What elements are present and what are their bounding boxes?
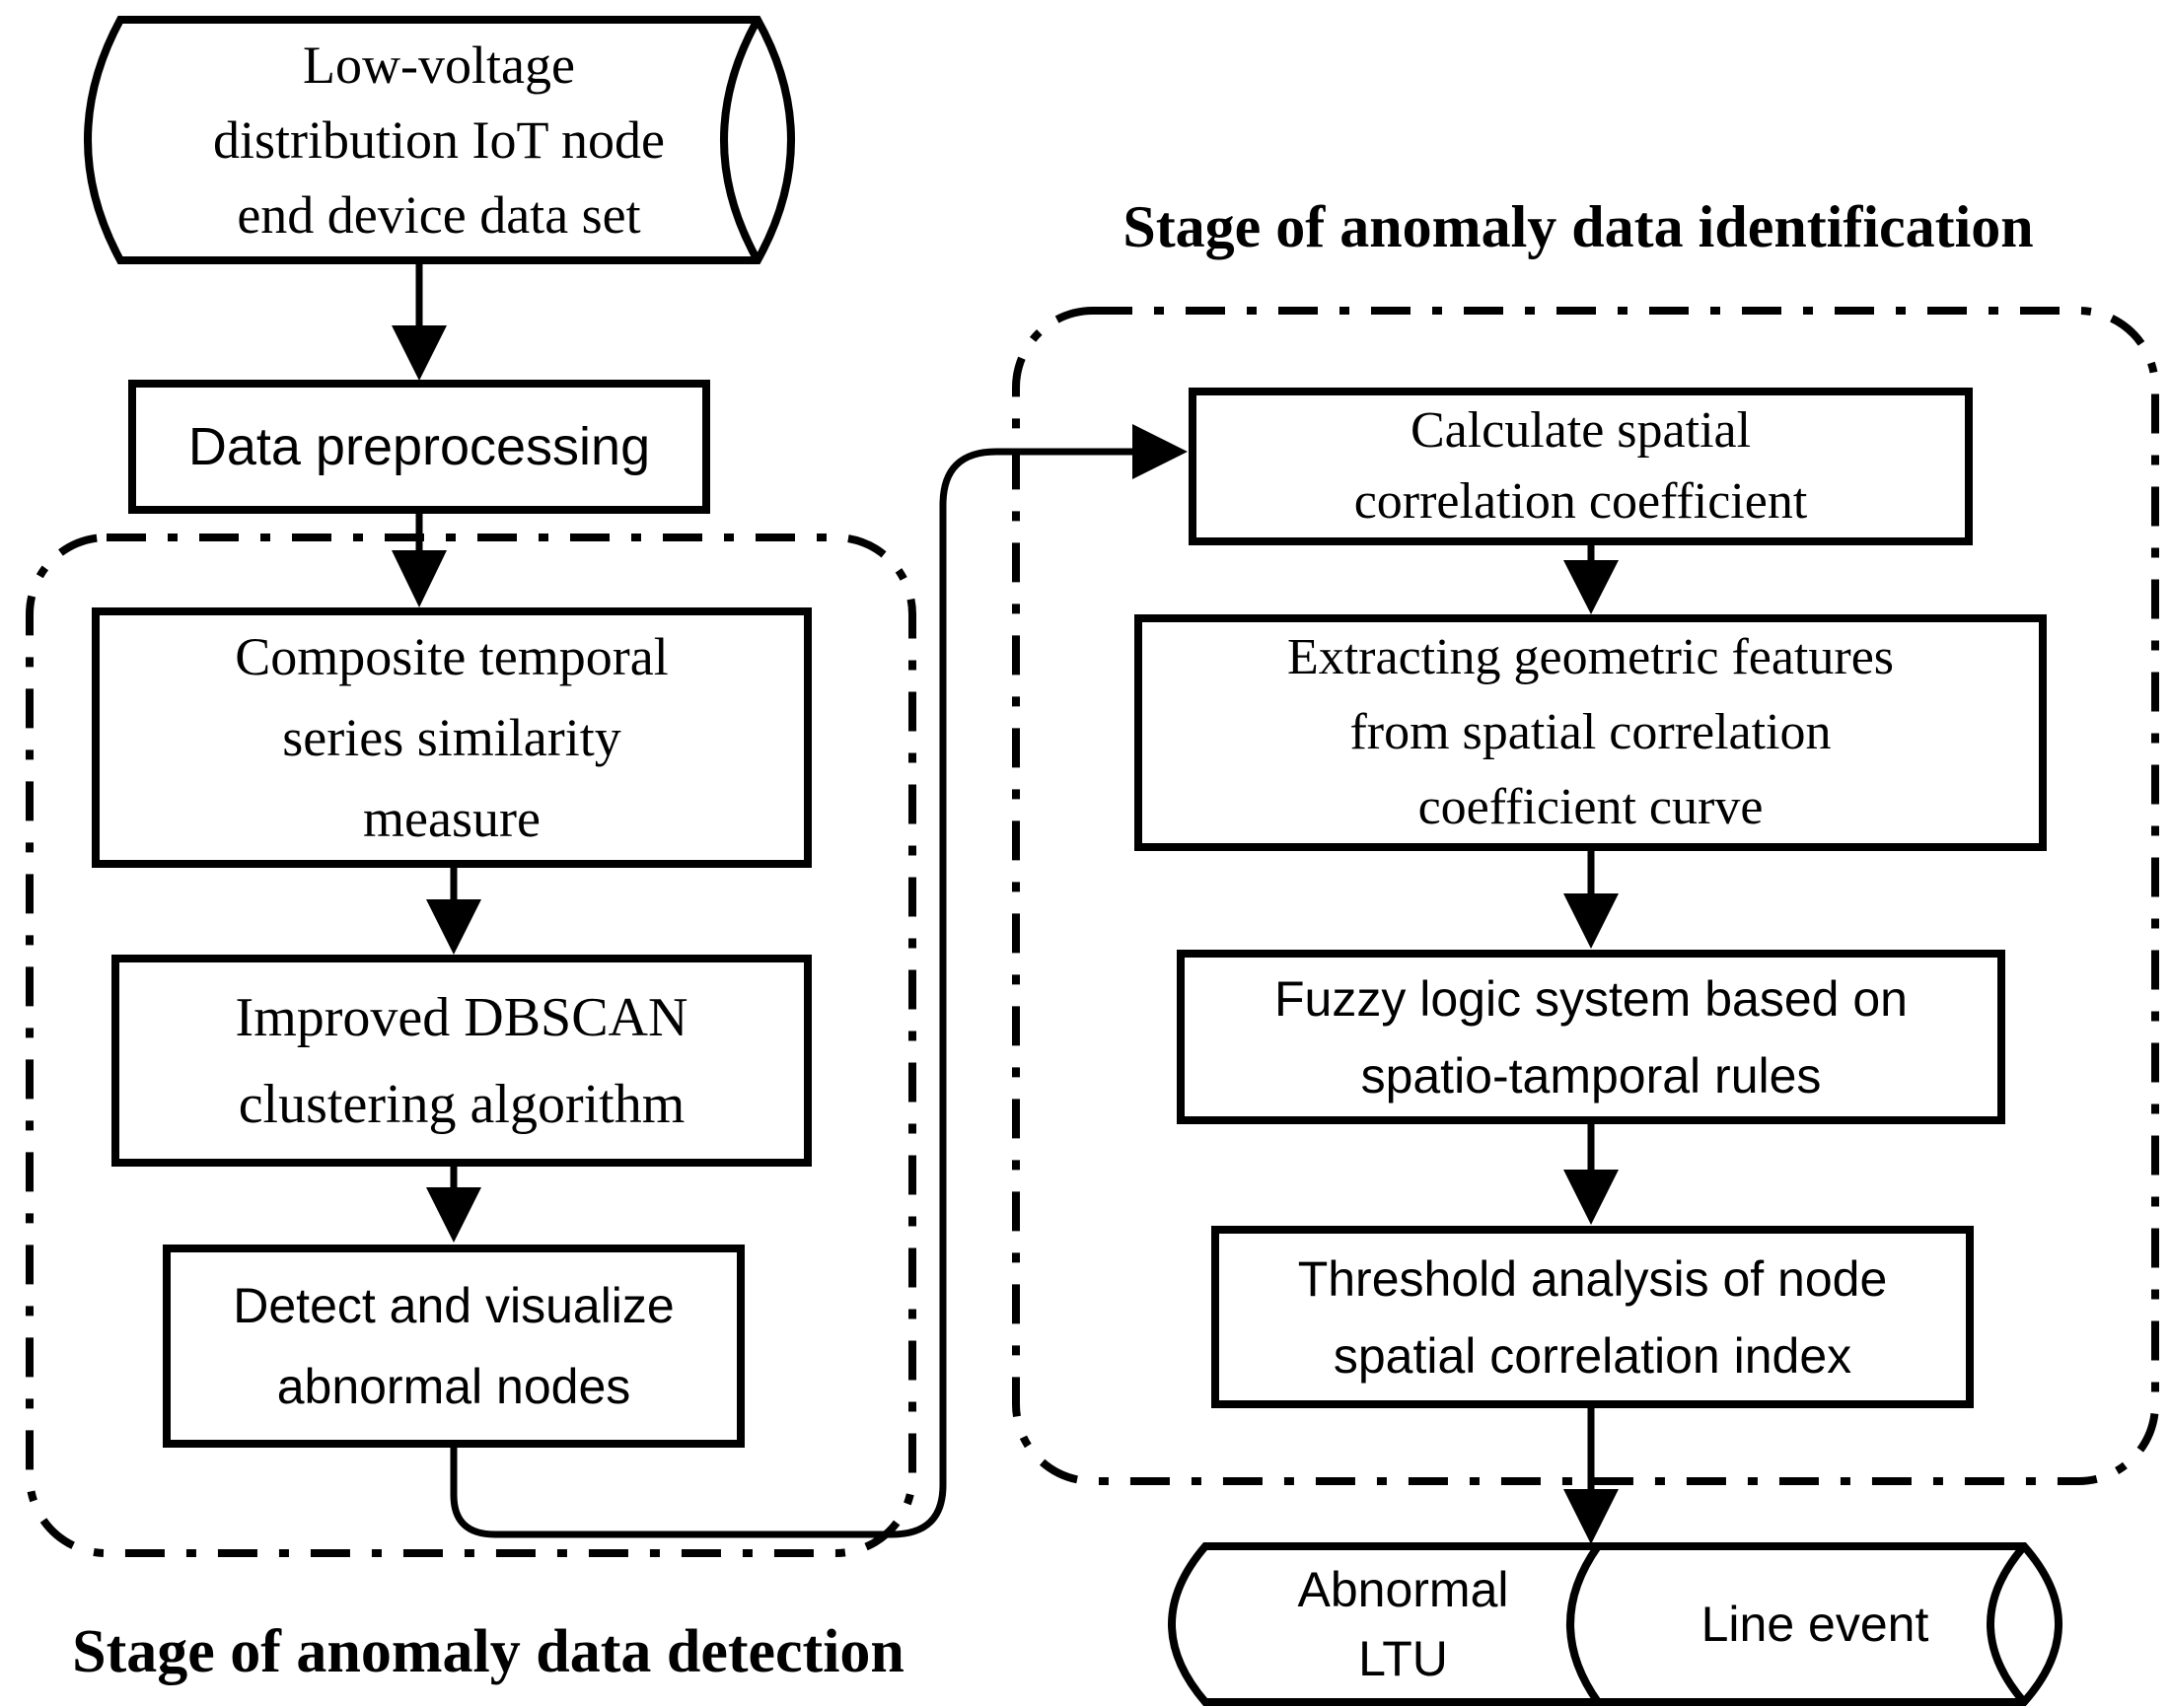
node-preprocessing: Data preprocessing — [128, 380, 710, 514]
node-calculate-line: Calculate spatial — [1410, 402, 1752, 459]
node-abnormal-ltu-line: Abnormal — [1297, 1562, 1509, 1617]
arrow-calculate-to-extract — [1563, 545, 1619, 614]
arrow-head — [392, 550, 447, 607]
connector-line — [450, 448, 1136, 1538]
dataset-cylinder-cap — [720, 18, 761, 262]
node-calculate-line: correlation coefficient — [1353, 473, 1808, 530]
node-fuzzy: Fuzzy logic system based on spatio-tampo… — [1177, 950, 2005, 1124]
node-dataset-line: distribution IoT node — [213, 110, 665, 170]
node-dbscan: Improved DBSCAN clustering algorithm — [111, 955, 812, 1167]
node-extract-line: from spatial correlation — [1349, 704, 1832, 760]
output-cylinder-divider — [1566, 1543, 1602, 1705]
node-calculate: Calculate spatial correlation coefficien… — [1189, 388, 1973, 545]
node-composite: Composite temporal series similarity mea… — [92, 607, 812, 868]
arrow-head — [1563, 1489, 1619, 1544]
node-line-event-text: Line event — [1700, 1597, 1929, 1652]
arrow-head — [1563, 560, 1619, 614]
detection-stage-boundary — [26, 534, 916, 1557]
node-extract: Extracting geometric features from spati… — [1134, 614, 2047, 851]
arrow-head — [426, 1187, 481, 1243]
node-threshold: Threshold analysis of node spatial corre… — [1211, 1226, 1974, 1408]
node-abnormal-ltu-label: Abnormal LTU — [1208, 1550, 1598, 1698]
output-cylinders — [1168, 1542, 2062, 1706]
arrow-head — [1563, 1170, 1619, 1225]
node-extract-line: coefficient curve — [1417, 779, 1764, 835]
arrow-head — [392, 325, 447, 381]
node-fuzzy-line: spatio-tamporal rules — [1360, 1047, 1822, 1103]
identification-stage-title: Stage of anomaly data identification — [1122, 194, 2034, 259]
dataset-cylinder — [84, 16, 795, 264]
arrow-head — [1563, 893, 1619, 949]
node-line-event-label: Line event — [1628, 1550, 2002, 1698]
arrow-dataset-to-preprocessing — [392, 262, 447, 381]
detection-stage-title: Stage of anomaly data detection — [72, 1618, 904, 1685]
node-detect-line: abnormal nodes — [276, 1359, 631, 1414]
arrow-extract-to-fuzzy — [1563, 851, 1619, 949]
node-extract-line: Extracting geometric features — [1286, 629, 1895, 685]
node-dataset-line: Low-voltage — [303, 36, 575, 95]
node-detect: Detect and visualize abnormal nodes — [163, 1245, 745, 1448]
node-dataset-label: Low-voltage distribution IoT node end de… — [118, 22, 760, 258]
arrow-fuzzy-to-threshold — [1563, 1122, 1619, 1225]
node-composite-line: Composite temporal — [235, 627, 669, 686]
node-composite-line: measure — [363, 789, 541, 848]
arrow-dbscan-to-detect — [426, 1165, 481, 1243]
node-threshold-line: Threshold analysis of node — [1297, 1250, 1888, 1307]
node-abnormal-ltu-line: LTU — [1358, 1631, 1448, 1686]
connector-arrowhead — [1132, 424, 1188, 479]
node-preprocessing-label: Data preprocessing — [187, 417, 651, 476]
arrow-threshold-to-output — [1563, 1406, 1619, 1544]
output-cylinder-cap — [1987, 1543, 2028, 1705]
arrow-composite-to-dbscan — [426, 866, 481, 955]
arrow-head — [426, 899, 481, 955]
node-fuzzy-line: Fuzzy logic system based on — [1274, 970, 1908, 1027]
connector-detection-to-identification — [450, 424, 1188, 1538]
node-composite-line: series similarity — [282, 708, 621, 767]
identification-stage-boundary — [1012, 307, 2159, 1485]
arrow-preprocessing-to-composite — [392, 514, 447, 607]
node-detect-line: Detect and visualize — [233, 1278, 675, 1333]
node-threshold-line: spatial correlation index — [1333, 1327, 1852, 1384]
node-dbscan-line: clustering algorithm — [238, 1073, 686, 1135]
node-dataset-line: end device data set — [237, 185, 641, 245]
node-dbscan-line: Improved DBSCAN — [235, 986, 688, 1048]
